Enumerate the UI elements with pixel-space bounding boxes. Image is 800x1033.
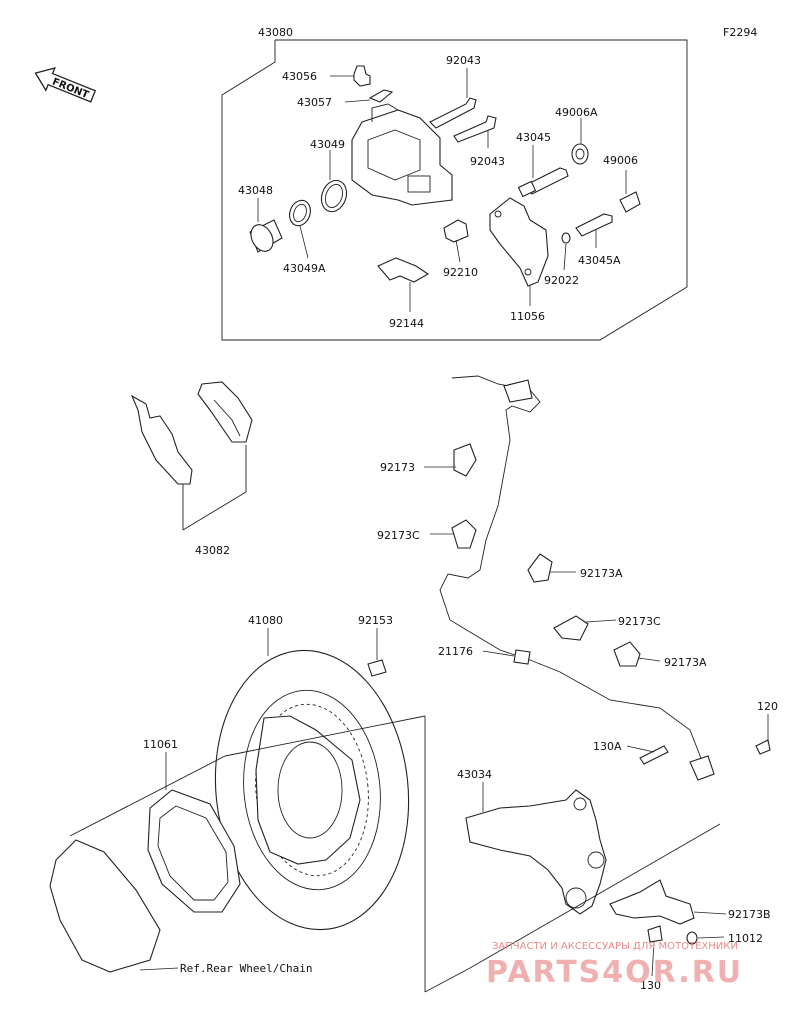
caliper-pin-upper [429, 97, 477, 129]
dust-seal [289, 199, 311, 227]
label-49006A: 49006A [555, 106, 598, 119]
watermark-brand: PARTS4OR.RU [486, 955, 743, 990]
leader-lines [139, 68, 769, 977]
label-49006: 49006 [603, 154, 638, 167]
brake-hose [439, 375, 715, 781]
label-92043-upper: 92043 [446, 54, 481, 67]
label-92173B: 92173B [728, 908, 771, 921]
caliper-piston [249, 219, 283, 253]
label-11061: 11061 [143, 738, 178, 751]
slide-pin-43045 [517, 167, 569, 198]
bolt-130A [639, 745, 669, 765]
bracket-92173B [609, 879, 695, 925]
bolt-130 [647, 925, 663, 943]
bolt-120 [755, 739, 771, 755]
label-92022: 92022 [544, 274, 579, 287]
label-92153: 92153 [358, 614, 393, 627]
frame-lines [69, 445, 721, 993]
label-41080: 41080 [248, 614, 283, 627]
label-43080: 43080 [258, 26, 293, 39]
label-11012: 11012 [728, 932, 763, 945]
rear-caliper-bracket [465, 789, 607, 915]
label-43034: 43034 [457, 768, 492, 781]
wheel-hub [49, 839, 161, 973]
bleeder-valve [353, 65, 371, 87]
label-11056: 11056 [510, 310, 545, 323]
ref-note: Ref.Rear Wheel/Chain [180, 962, 312, 975]
grommet-11012 [686, 931, 698, 945]
brake-pad-left [130, 394, 193, 485]
label-43056: 43056 [282, 70, 317, 83]
label-92173C-lower: 92173C [618, 615, 661, 628]
bushing-49006A [571, 143, 589, 165]
hub-gasket [147, 789, 241, 913]
clamp-92173A-lower [613, 641, 641, 667]
bleeder-cap [368, 89, 394, 103]
label-130A: 130A [593, 740, 622, 753]
label-43082: 43082 [195, 544, 230, 557]
label-43045: 43045 [516, 131, 551, 144]
caliper-assembly-box [221, 39, 688, 341]
clamp-92173C-upper [451, 519, 477, 549]
label-92173A-upper: 92173A [580, 567, 623, 580]
front-arrow-icon: FRONT [34, 67, 97, 103]
label-43045A: 43045A [578, 254, 621, 267]
label-43049: 43049 [310, 138, 345, 151]
caliper-body [351, 103, 453, 206]
disc-bolt [367, 659, 387, 677]
clamp-92173C-lower [553, 615, 589, 641]
label-21176: 21176 [438, 645, 473, 658]
figure-code: F2294 [723, 26, 757, 39]
label-92210: 92210 [443, 266, 478, 279]
slide-pin-43045A [575, 213, 613, 237]
piston-seal [320, 179, 348, 213]
label-92173: 92173 [380, 461, 415, 474]
label-120: 120 [757, 700, 778, 713]
watermark-tagline: ЗАПЧАСТИ И АКСЕССУАРЫ ДЛЯ МОТОТЕХНИКИ [492, 941, 738, 952]
clamp-92173A-upper [527, 553, 553, 583]
caliper-bracket [489, 197, 549, 287]
brake-pad-right [197, 381, 253, 443]
brake-disc [214, 649, 410, 931]
label-43057: 43057 [297, 96, 332, 109]
pad-spring [377, 257, 430, 283]
label-92043-lower: 92043 [470, 155, 505, 168]
label-92173A-lower: 92173A [664, 656, 707, 669]
label-92144: 92144 [389, 317, 424, 330]
caliper-pin-lower [453, 115, 497, 143]
label-92173C-upper: 92173C [377, 529, 420, 542]
label-130: 130 [640, 979, 661, 992]
boot-92210 [443, 219, 469, 243]
label-43048: 43048 [238, 184, 273, 197]
bushing-49006 [619, 191, 641, 213]
circlip-92022 [561, 232, 571, 244]
clamp-92173 [453, 443, 477, 477]
label-43049A: 43049A [283, 262, 326, 275]
